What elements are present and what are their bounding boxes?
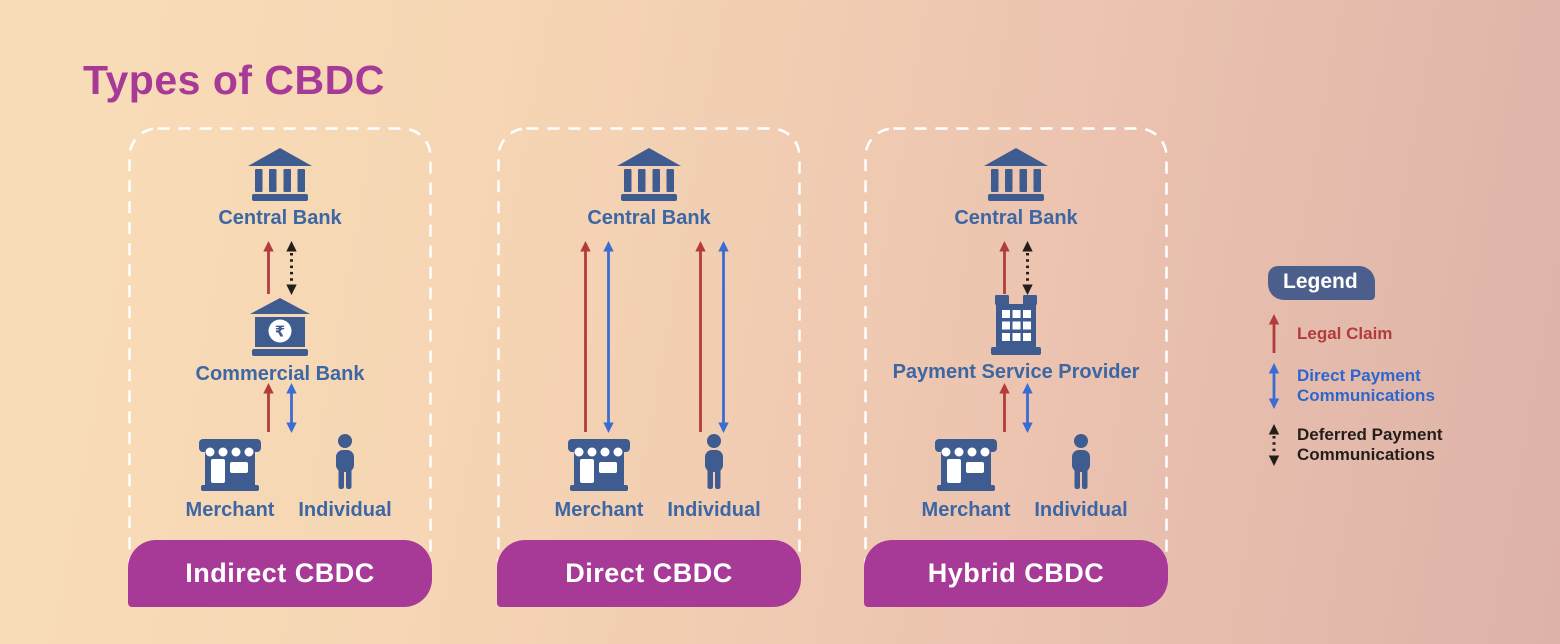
person-icon	[705, 434, 723, 489]
bank-building-icon	[248, 148, 312, 201]
direct-payment-arrow-icon	[1268, 363, 1280, 409]
legend: Legend Legal Claim Direct Payment Commun…	[1268, 266, 1478, 466]
panel-direct-cbdc: Central Bank	[497, 127, 801, 607]
entity-central-bank: Central Bank	[128, 147, 432, 230]
arrow-pair-merchant-central	[580, 241, 615, 433]
deferred-payment-arrow-icon	[1022, 241, 1033, 295]
legal-claim-arrow-icon	[999, 383, 1010, 432]
arrow-pair-legal-deferred	[999, 241, 1034, 295]
legal-claim-arrow-icon	[580, 241, 591, 432]
entity-label: Merchant	[554, 499, 644, 521]
entity-label: Central Bank	[954, 207, 1078, 229]
direct-payment-arrow-icon	[1022, 383, 1033, 433]
arrow-pair-legal-deferred	[263, 241, 298, 295]
arrow-pair-legal-direct	[263, 383, 298, 433]
entity-central-bank: Central Bank	[497, 147, 801, 230]
entity-individual: Individual	[285, 433, 405, 522]
person-icon	[1072, 434, 1090, 489]
legal-claim-arrow-icon	[695, 241, 706, 432]
entity-label: Merchant	[921, 499, 1011, 521]
person-icon	[336, 434, 354, 489]
entity-label: Individual	[298, 499, 392, 521]
legend-label: Direct Payment Communications	[1297, 365, 1435, 405]
legal-claim-arrow-icon	[263, 383, 274, 432]
legal-claim-arrow-icon	[1268, 314, 1280, 353]
banner-hybrid-cbdc: Hybrid CBDC	[864, 540, 1168, 607]
storefront-icon	[568, 439, 630, 491]
legend-item-deferred-payment: Deferred Payment Communications	[1268, 424, 1478, 466]
svg-text:₹: ₹	[275, 323, 285, 341]
entity-label: Individual	[1034, 499, 1128, 521]
legend-label: Legal Claim	[1297, 323, 1393, 343]
arrow-pair-individual-central	[695, 241, 730, 433]
banner-indirect-cbdc: Indirect CBDC	[128, 540, 432, 607]
panel-indirect-cbdc: Central Bank ₹ Commercial Bank	[128, 127, 432, 607]
entity-merchant: Merchant	[906, 433, 1026, 522]
legend-item-direct-payment: Direct Payment Communications	[1268, 363, 1478, 409]
direct-payment-arrow-icon	[603, 241, 614, 433]
direct-payment-arrow-icon	[286, 383, 297, 433]
entity-commercial-bank: ₹ Commercial Bank	[128, 297, 432, 386]
storefront-icon	[199, 439, 261, 491]
entity-label: Commercial Bank	[195, 363, 365, 385]
legend-label: Deferred Payment Communications	[1297, 424, 1443, 464]
deferred-payment-arrow-icon	[286, 241, 297, 295]
storefront-icon	[935, 439, 997, 491]
entity-merchant: Merchant	[539, 433, 659, 522]
legend-item-legal-claim: Legal Claim	[1268, 314, 1478, 354]
legend-title-badge: Legend	[1268, 266, 1375, 300]
legal-claim-arrow-icon	[999, 241, 1010, 294]
banner-direct-cbdc: Direct CBDC	[497, 540, 801, 607]
bank-building-icon	[617, 148, 681, 201]
office-building-icon	[991, 295, 1041, 355]
entity-individual: Individual	[654, 433, 774, 522]
entity-label: Merchant	[185, 499, 275, 521]
page-title: Types of CBDC	[83, 57, 385, 103]
panel-hybrid-cbdc: Central Bank Payment Service Provider	[864, 127, 1168, 607]
entity-individual: Individual	[1021, 433, 1141, 522]
entity-label: Individual	[667, 499, 761, 521]
entity-label: Central Bank	[218, 207, 342, 229]
entity-label: Payment Service Provider	[892, 361, 1140, 383]
entity-central-bank: Central Bank	[864, 147, 1168, 230]
entity-merchant: Merchant	[170, 433, 290, 522]
bank-building-icon	[984, 148, 1048, 201]
arrow-pair-legal-direct	[999, 383, 1034, 433]
entity-label: Central Bank	[587, 207, 711, 229]
bank-rupee-icon: ₹	[250, 298, 310, 356]
legal-claim-arrow-icon	[263, 241, 274, 294]
entity-payment-service-provider: Payment Service Provider	[864, 293, 1168, 384]
deferred-payment-arrow-icon	[1268, 424, 1280, 466]
direct-payment-arrow-icon	[718, 241, 729, 433]
